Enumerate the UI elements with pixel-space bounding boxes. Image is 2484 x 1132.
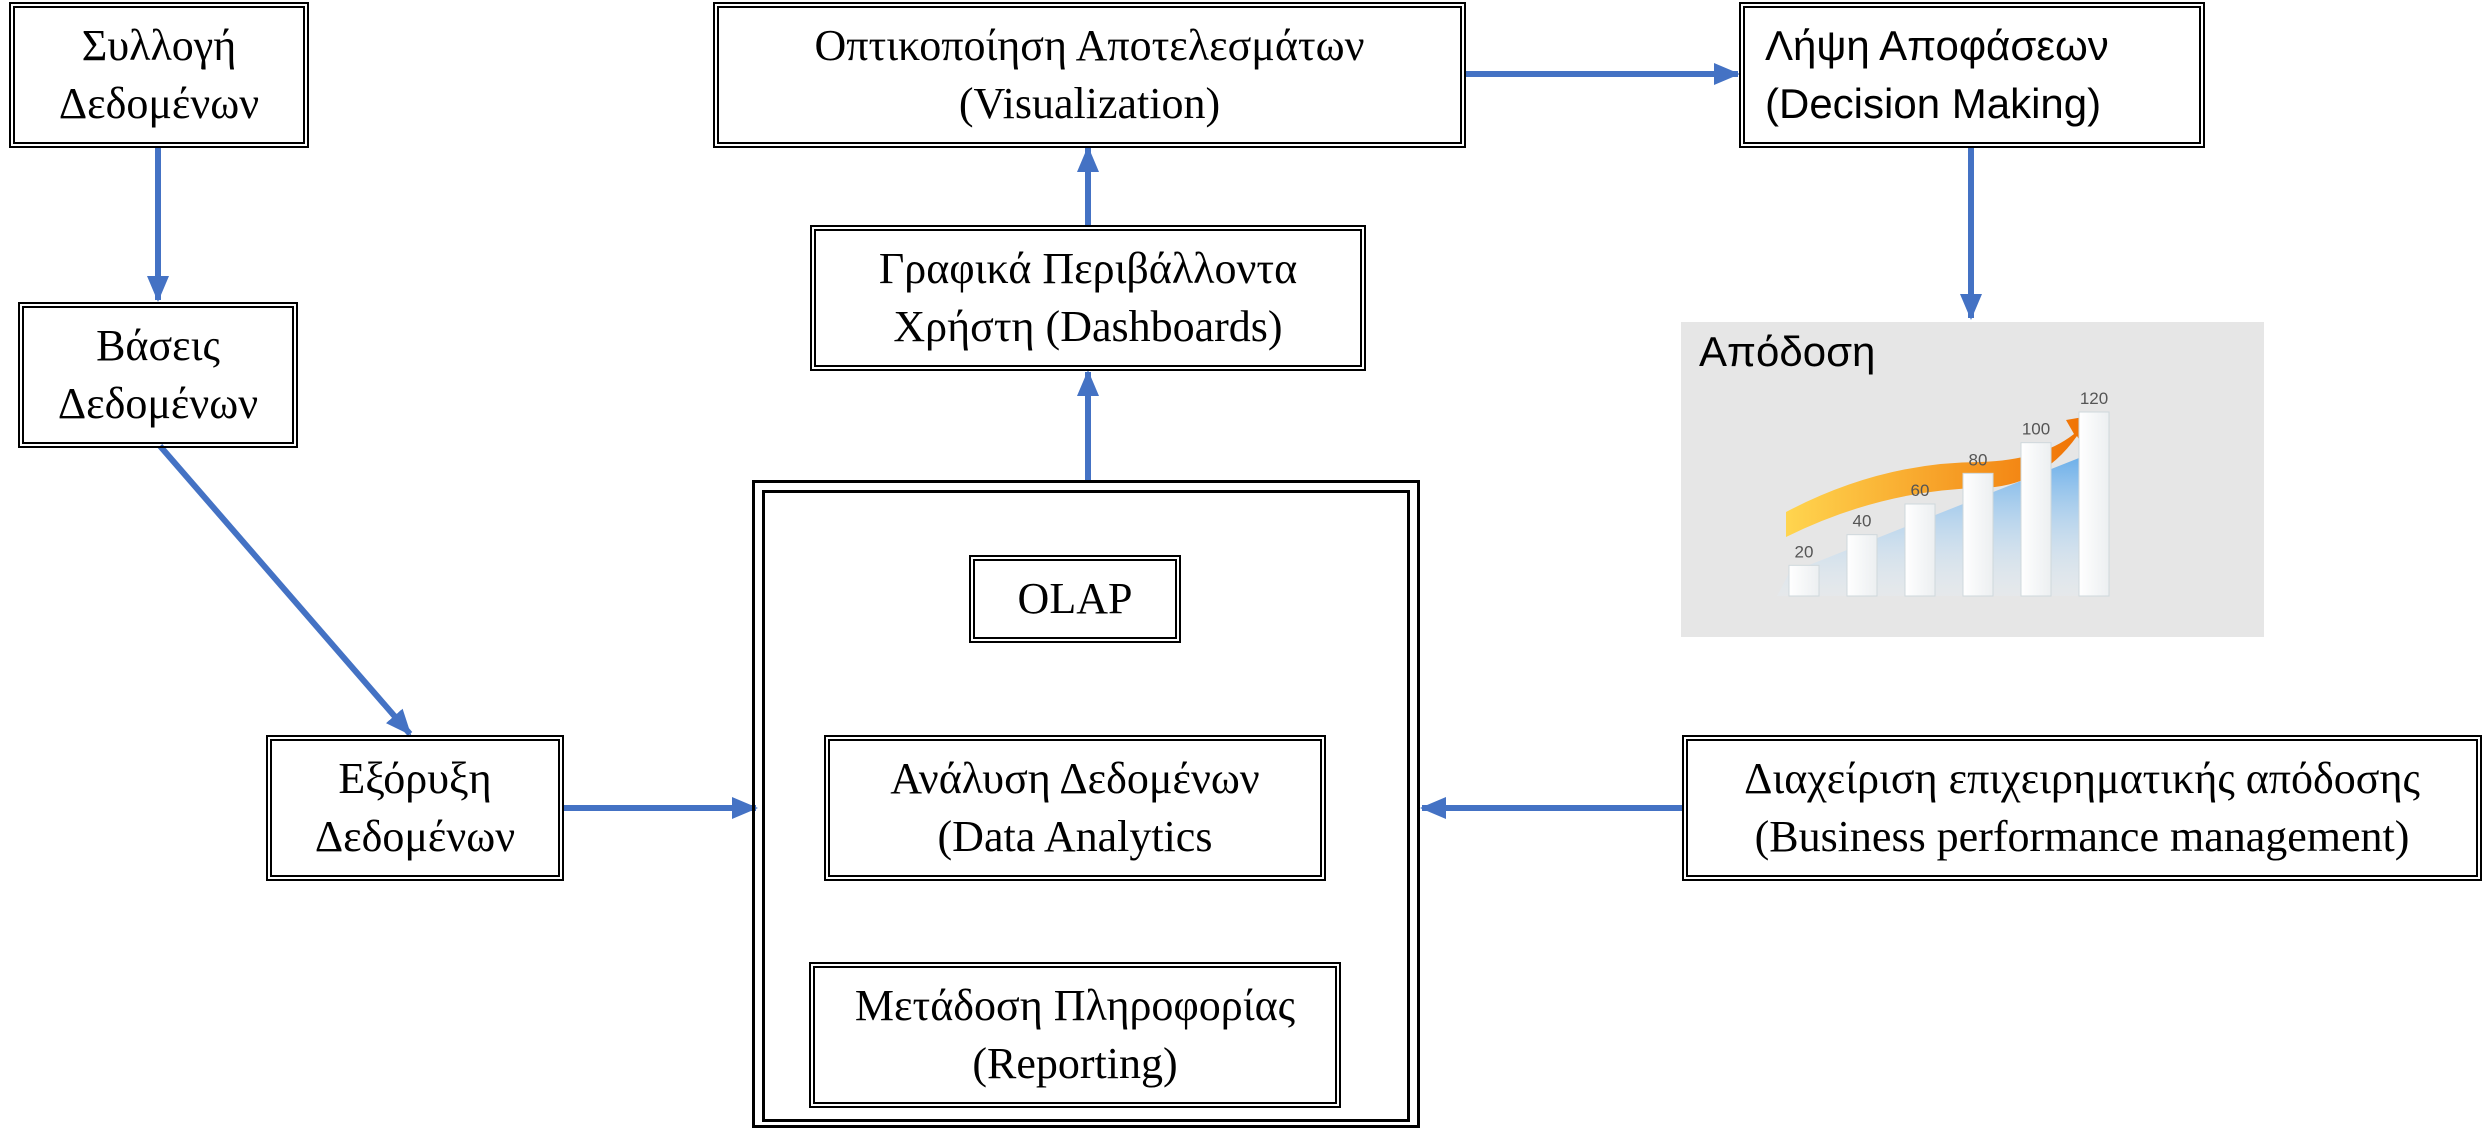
node-olap-label: OLAP bbox=[1017, 574, 1133, 623]
node-visualization: Οπτικοποίηση Αποτελεσμάτων (Visualizatio… bbox=[713, 2, 1466, 148]
olap-container-inner bbox=[762, 490, 1410, 1122]
performance-bar-label: 20 bbox=[1795, 542, 1814, 561]
node-reporting-line-2: (Reporting) bbox=[972, 1039, 1178, 1088]
node-decision-making-line-2: (Decision Making) bbox=[1765, 80, 2102, 127]
node-databases-line-2: Δεδομένων bbox=[57, 379, 259, 428]
performance-bar-label: 40 bbox=[1853, 512, 1872, 531]
node-bpm-line-1: Διαχείριση επιχειρηματικής απόδοσης bbox=[1744, 754, 2420, 803]
node-visualization-line-1: Οπτικοποίηση Αποτελεσμάτων bbox=[814, 21, 1365, 70]
node-dashboards-line-1: Γραφικά Περιβάλλοντα bbox=[878, 244, 1298, 293]
performance-bar-label: 100 bbox=[2022, 420, 2050, 439]
performance-bar bbox=[1904, 503, 1936, 597]
node-data-collection-line-2: Δεδομένων bbox=[58, 79, 260, 128]
rising-bar-chart-icon: 20 40 60 80 100 120 bbox=[1777, 389, 2110, 597]
node-dashboards: Γραφικά Περιβάλλοντα Χρήστη (Dashboards) bbox=[810, 225, 1366, 371]
node-decision-making-line-1: Λήψη Αποφάσεων bbox=[1765, 22, 2109, 69]
node-decision-making: Λήψη Αποφάσεων (Decision Making) bbox=[1739, 2, 2205, 148]
performance-bar bbox=[1962, 472, 1994, 597]
node-data-analytics-line-2: (Data Analytics bbox=[937, 812, 1213, 861]
performance-bar bbox=[1846, 534, 1878, 597]
performance-bar bbox=[2078, 411, 2110, 597]
performance-bar bbox=[2020, 442, 2052, 597]
node-business-performance-management: Διαχείριση επιχειρηματικής απόδοσης (Bus… bbox=[1682, 735, 2482, 881]
node-data-mining-line-2: Δεδομένων bbox=[314, 812, 516, 861]
performance-bar-label: 60 bbox=[1911, 481, 1930, 500]
performance-bar-label: 120 bbox=[2080, 389, 2108, 408]
node-dashboards-line-2: Χρήστη (Dashboards) bbox=[893, 302, 1283, 351]
performance-bar bbox=[1788, 564, 1820, 597]
node-reporting: Μετάδοση Πληροφορίας (Reporting) bbox=[809, 962, 1341, 1108]
node-data-collection: Συλλογή Δεδομένων bbox=[9, 2, 309, 148]
node-databases: Βάσεις Δεδομένων bbox=[18, 302, 298, 448]
arrow-databases-to-mining bbox=[157, 444, 413, 736]
olap-container-outer bbox=[752, 480, 1420, 1128]
node-data-collection-line-1: Συλλογή bbox=[81, 21, 237, 70]
performance-bar-label: 80 bbox=[1969, 450, 1988, 469]
node-data-mining-line-1: Εξόρυξη bbox=[338, 754, 492, 803]
node-databases-line-1: Βάσεις bbox=[96, 321, 220, 370]
performance-trend-arrow bbox=[1786, 414, 2101, 537]
node-visualization-line-2: (Visualization) bbox=[958, 79, 1221, 128]
node-data-mining: Εξόρυξη Δεδομένων bbox=[266, 735, 564, 881]
performance-panel: 20 40 60 80 100 120 Απόδοση bbox=[1681, 322, 2264, 637]
node-olap: OLAP bbox=[969, 555, 1181, 643]
performance-title: Απόδοση bbox=[1699, 328, 1876, 375]
node-data-analytics-line-1: Ανάλυση Δεδομένων bbox=[890, 754, 1260, 803]
node-bpm-line-2: (Business performance management) bbox=[1754, 812, 2410, 861]
performance-bars: 20 40 60 80 100 120 bbox=[1777, 389, 2110, 597]
node-reporting-line-1: Μετάδοση Πληροφορίας bbox=[854, 981, 1296, 1030]
node-data-analytics: Ανάλυση Δεδομένων (Data Analytics bbox=[824, 735, 1326, 881]
